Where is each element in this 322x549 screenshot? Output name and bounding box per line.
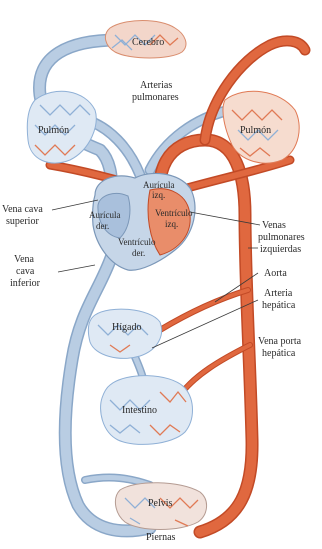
label-piernas: Piernas	[146, 532, 176, 543]
label-higado: Hígado	[112, 322, 141, 333]
label-pelvis: Pelvis	[148, 498, 173, 509]
label-ventriculo-der-2: der.	[132, 248, 145, 258]
label-vena-cava-superior-1: Vena cava	[2, 204, 43, 215]
label-aorta: Aorta	[264, 268, 287, 279]
label-cerebro: Cerebro	[132, 37, 164, 48]
label-venas-pulmonares-1: Venas	[262, 220, 286, 231]
label-vena-cava-inferior-2: cava	[16, 266, 35, 277]
label-auricula-izq-1: Aurícula	[143, 180, 175, 190]
label-auricula-der-2: der.	[96, 221, 109, 231]
label-ventriculo-izq-1: Ventrículo	[155, 208, 193, 218]
label-vena-cava-inferior-1: Vena	[14, 254, 35, 265]
label-intestino: Intestino	[122, 405, 157, 416]
label-auricula-der-1: Aurícula	[89, 210, 121, 220]
label-pulmon-der: Pulmón	[240, 125, 271, 136]
label-arteria-hepatica-2: hepática	[262, 300, 296, 311]
label-ventriculo-der-1: Ventrículo	[118, 237, 156, 247]
label-arteria-hepatica-1: Arteria	[264, 288, 293, 299]
label-arterias-pulmonares-1: Arterias	[140, 80, 172, 91]
label-auricula-izq-2: izq.	[152, 190, 165, 200]
liver-capillaries	[88, 309, 161, 358]
label-vena-cava-superior-2: superior	[6, 216, 39, 227]
label-venas-pulmonares-2: pulmonares	[258, 232, 305, 243]
label-ventriculo-izq-2: izq.	[165, 219, 178, 229]
label-vena-porta-2: hepática	[262, 348, 296, 359]
label-vena-cava-inferior-3: inferior	[10, 278, 41, 289]
label-venas-pulmonares-3: izquierdas	[260, 244, 301, 255]
label-arterias-pulmonares-2: pulmonares	[132, 92, 179, 103]
label-pulmon-izq: Pulmón	[38, 125, 69, 136]
label-vena-porta-1: Vena porta	[258, 336, 302, 347]
